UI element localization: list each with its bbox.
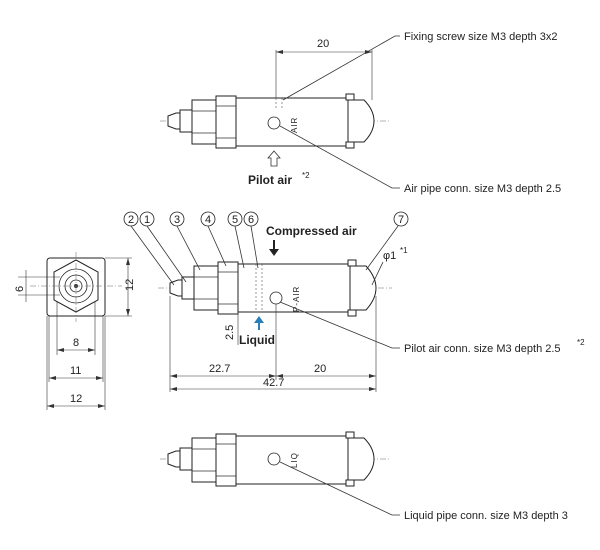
compressed-air-arrow-icon [269,249,279,256]
liquid-pipe-leader [279,461,400,516]
end-view: 6 12 8 11 12 [14,252,136,410]
top-nozzle-shank [179,109,193,133]
part-number-3: 3 [174,214,180,226]
side-lock-nut [217,261,239,315]
side-view: P-AIR Compressed air Liquid φ1 *1 2 1 3 … [123,211,585,392]
bottom-end-cap [347,437,375,481]
part-number-6: 6 [248,214,254,226]
side-end-cap [349,265,377,311]
dim-mid-42-7: 42.7 [263,377,284,389]
dim-left-11: 11 [70,365,81,377]
dim-left-8: 8 [73,337,79,349]
part-number-4: 4 [205,214,211,226]
bottom-lock-nut [215,433,237,487]
part-number-2: 2 [128,214,134,226]
air-pipe-callout: Air pipe conn. size M3 depth 2.5 [404,183,561,195]
pilot-air-arrow-icon [267,150,281,167]
fixing-screw-leader [282,35,400,101]
bottom-liquid-port-hole [267,452,281,466]
side-nozzle-shank [181,276,195,300]
fixing-screw-callout: Fixing screw size M3 depth 3x2 [404,31,557,43]
top-nozzle-tip [167,112,181,130]
part-number-1: 1 [144,214,150,226]
top-main-body [235,97,349,147]
compressed-air-label: Compressed air [266,224,357,238]
part-number-7: 7 [398,214,404,226]
liquid-label: Liquid [239,333,275,347]
top-view: AIR Pilot air *2 20 Fixing screw size M3… [160,31,561,195]
dim-mid-20: 20 [314,363,326,375]
dim-top-20: 20 [317,38,329,50]
air-pipe-leader [279,125,400,189]
phi-leader [371,261,384,286]
bottom-main-body [235,435,349,485]
pilot-air-label: Pilot air [248,173,292,187]
bottom-hex-nut [191,437,217,483]
bottom-nozzle-shank [179,447,193,471]
bottom-nozzle-tip [167,450,181,468]
side-main-body [237,263,351,313]
pilot-air-conn-sup: *2 [577,338,585,347]
dim-mid-22-7: 22.7 [209,363,230,375]
dim-left-6: 6 [14,286,26,292]
top-air-port-hole [267,116,281,130]
top-end-cap [347,99,375,143]
part-number-callouts: 2 1 3 4 5 6 7 [123,211,409,286]
liq-port-mark: LIQ [290,452,299,468]
pilot-air-conn-leader [279,301,400,349]
air-port-mark: AIR [290,117,299,133]
liquid-arrow-icon [254,316,264,323]
side-hex-nut [193,265,219,311]
bottom-view: LIQ Liquid pipe conn. size M3 depth 3 [160,431,568,522]
top-lock-nut [215,95,237,149]
top-hex-nut [191,99,217,145]
phi-sup: *1 [400,246,408,255]
phi-label: φ1 [383,250,396,262]
pilot-air-sup: *2 [302,171,310,180]
p-air-port-mark: P-AIR [292,286,301,312]
part-number-5: 5 [232,214,238,226]
part-number-7-circle [393,211,409,227]
dim-mid-2-5: 2.5 [224,325,236,340]
liquid-pipe-callout: Liquid pipe conn. size M3 depth 3 [404,510,568,522]
pilot-air-conn-callout: Pilot air conn. size M3 depth 2.5 [404,343,561,355]
dim-left-12-vert: 12 [124,279,136,291]
dim-left-12: 12 [70,393,82,405]
